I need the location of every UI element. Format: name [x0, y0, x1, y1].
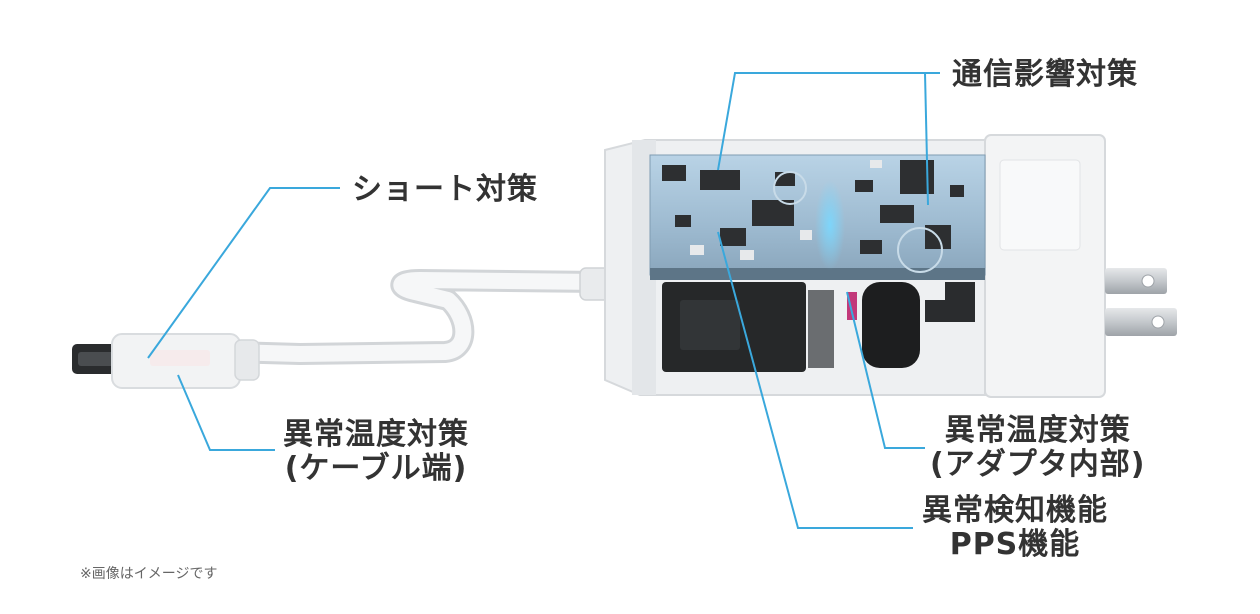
callout-cable-temp-title: 異常温度対策 [283, 417, 469, 452]
callout-line-detection [717, 231, 913, 529]
callout-line-cable-temp [177, 374, 275, 451]
callout-lines [147, 72, 940, 529]
callout-line-communication-b [924, 72, 929, 206]
callout-cable-temp-sub: (ケーブル端) [284, 451, 468, 486]
callout-communication: 通信影響対策 [952, 58, 1138, 92]
lower-components [662, 282, 975, 372]
callout-cable-temp: 異常温度対策 (ケーブル端) [283, 418, 469, 486]
callout-pps-text: PPS機能 [949, 527, 1081, 562]
callout-line-short [147, 187, 340, 359]
callout-detection: 異常検知機能 PPS機能 [922, 494, 1108, 562]
callout-line-adapter-temp [846, 291, 925, 449]
callout-line-communication-a [717, 72, 940, 171]
callout-detection-text: 異常検知機能 [922, 493, 1108, 528]
callout-short-text: ショート対策 [352, 172, 538, 207]
circuit-board [649, 154, 986, 280]
usb-cable [219, 269, 611, 365]
callout-adapter-temp-title: 異常温度対策 [944, 413, 1131, 448]
callout-adapter-temp: 異常温度対策 (アダプタ内部) [930, 414, 1145, 482]
image-disclaimer: ※画像はイメージです [80, 566, 218, 582]
callout-communication-text: 通信影響対策 [952, 57, 1138, 92]
plug-prongs [1105, 268, 1177, 336]
callout-adapter-temp-sub: (アダプタ内部) [930, 447, 1146, 482]
usb-c-connector [72, 333, 260, 389]
callout-short: ショート対策 [352, 173, 538, 207]
